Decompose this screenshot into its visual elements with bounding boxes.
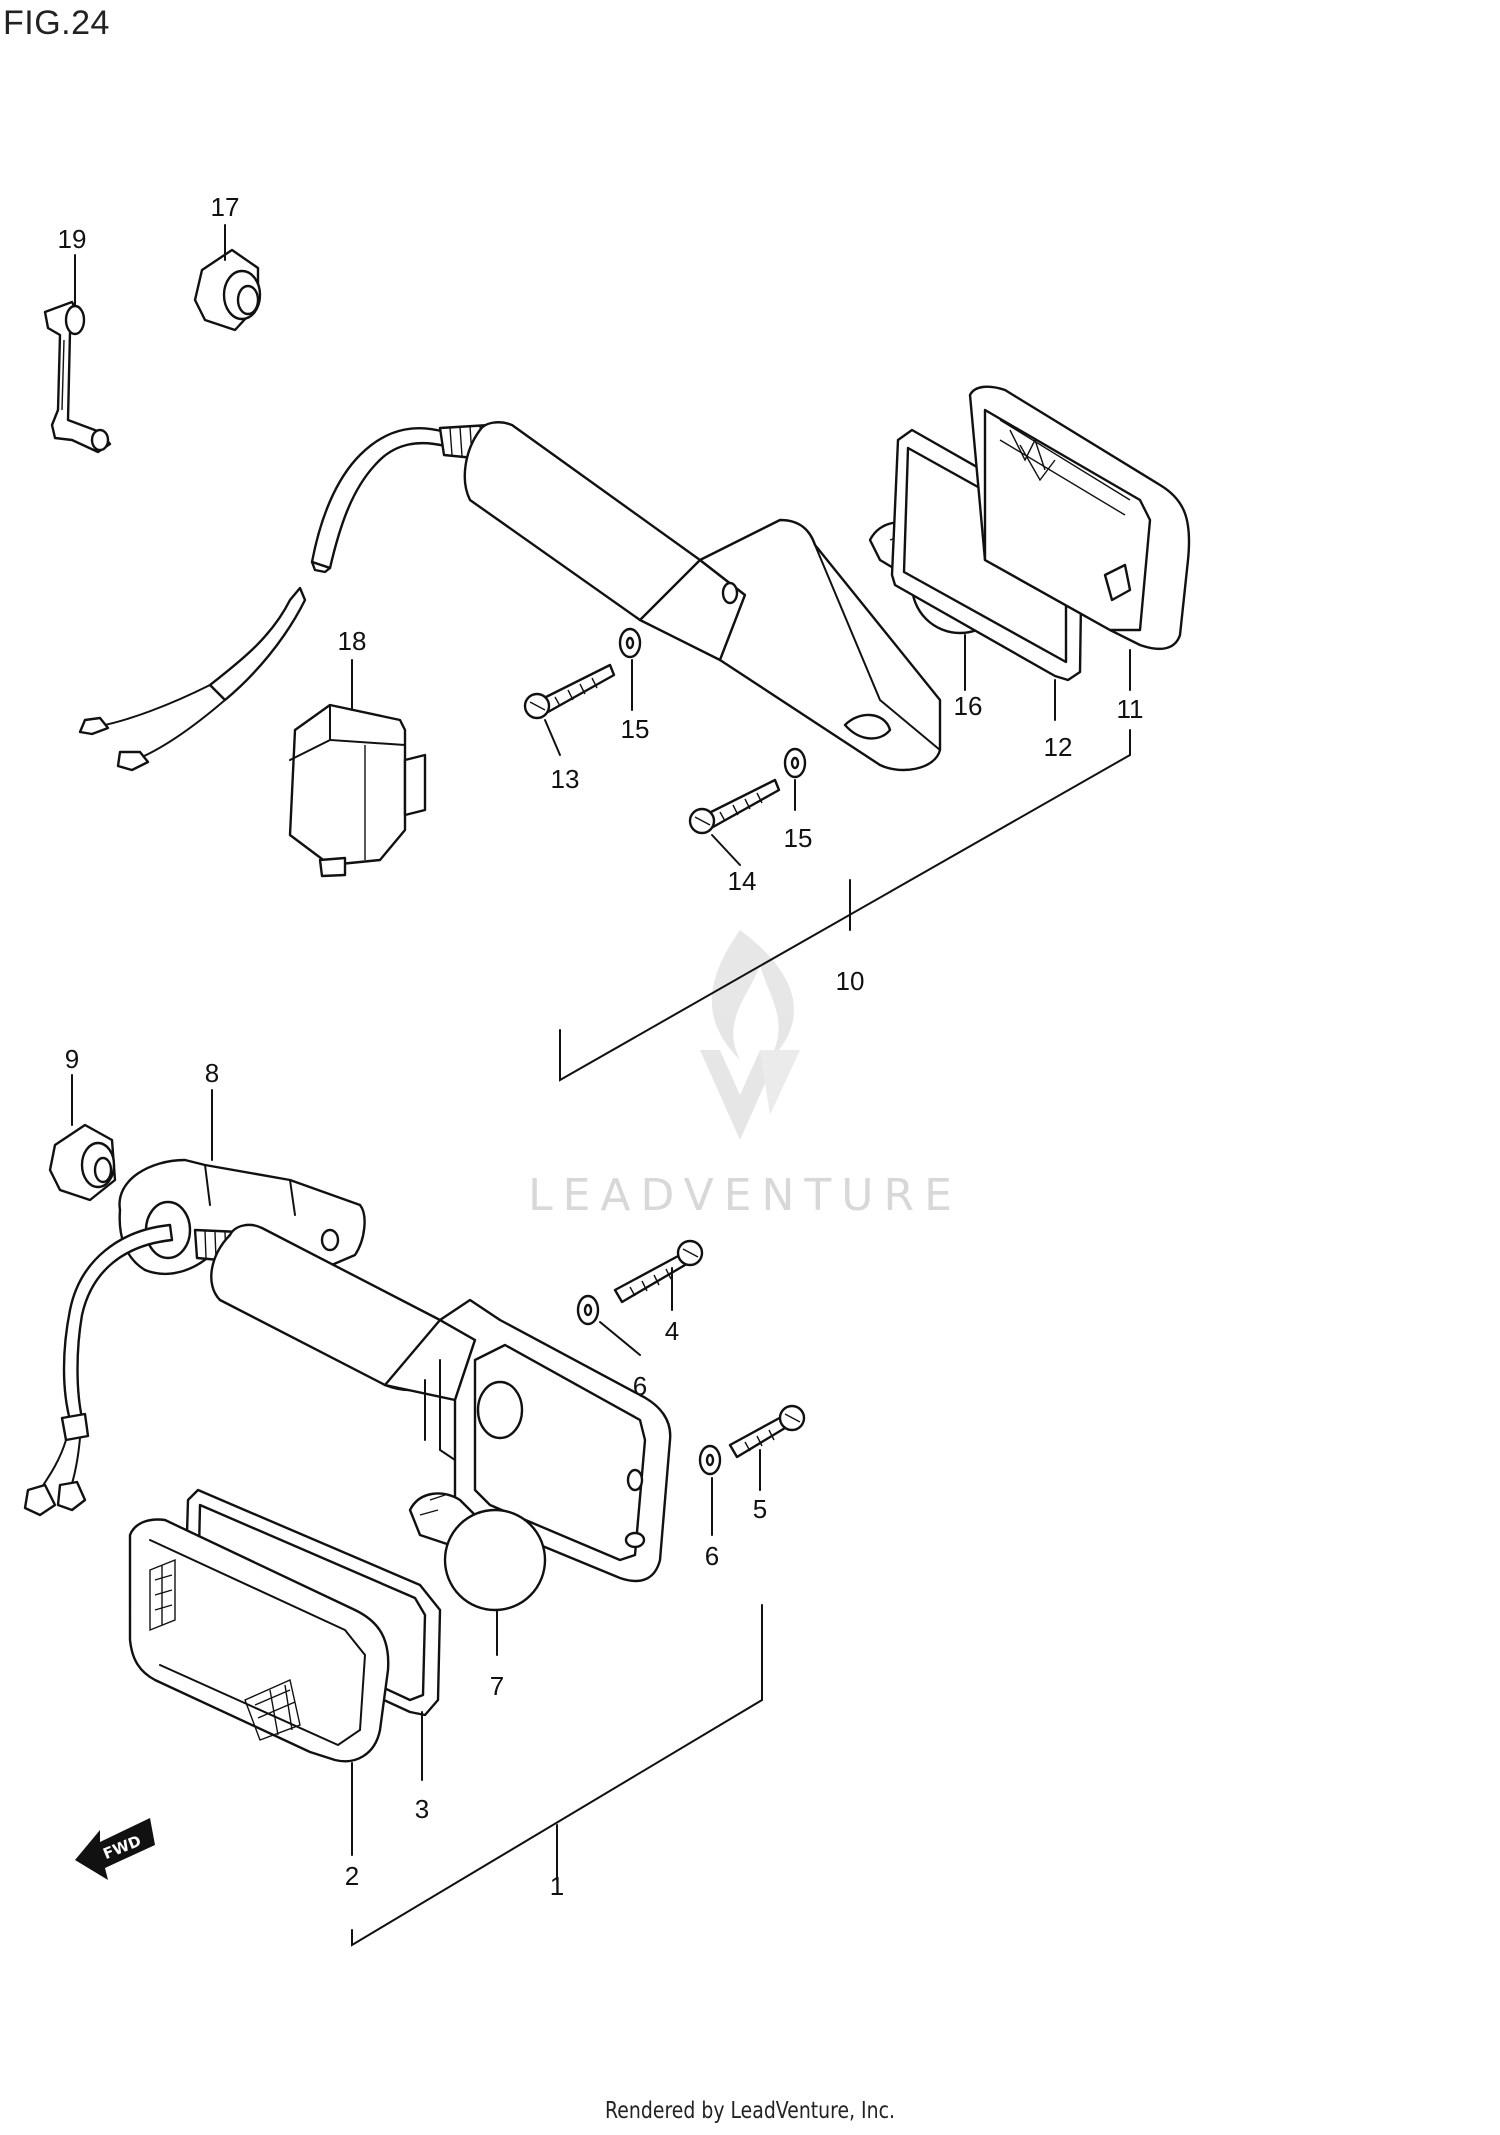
callout-11: 11	[1117, 694, 1144, 724]
callout-6-lower: 6	[705, 1541, 719, 1571]
callout-1: 1	[550, 1871, 564, 1901]
callout-3: 3	[415, 1794, 429, 1824]
part-2-lens	[128, 1518, 390, 1763]
callout-15-lower: 15	[784, 823, 813, 853]
callout-9: 9	[65, 1044, 79, 1074]
callout-6-upper: 6	[633, 1371, 647, 1401]
leader-lines	[71, 224, 1131, 1947]
figure-title: FIG.24	[3, 4, 110, 42]
watermark-text: LEADVENTURE	[528, 1170, 962, 1221]
callout-14: 14	[728, 866, 757, 896]
part-15-washer-upper	[618, 627, 642, 659]
part-18-relay	[288, 703, 427, 878]
callout-5: 5	[753, 1494, 767, 1524]
callout-labels: 17 19 18 15 13 16 12 11 15 14 10 9 8 4 6…	[58, 192, 1144, 1901]
callout-12: 12	[1044, 732, 1073, 762]
part-13-screw	[523, 663, 616, 720]
part-19-clamp	[43, 300, 112, 454]
callout-13: 13	[551, 764, 580, 794]
part-17-grommet	[193, 248, 262, 332]
callout-4: 4	[665, 1316, 679, 1346]
part-14-screw	[688, 778, 781, 835]
part-6-washer-lower	[698, 1444, 722, 1476]
callout-10: 10	[836, 966, 865, 996]
part-4-screw	[613, 1239, 704, 1304]
callout-8: 8	[205, 1058, 219, 1088]
part-5-screw	[728, 1404, 806, 1459]
footer-credit: Rendered by LeadVenture, Inc.	[605, 2098, 895, 2124]
part-10-signal-body	[463, 421, 942, 772]
part-11-lens	[968, 385, 1191, 651]
part-15-washer-lower	[783, 747, 807, 779]
callout-19: 19	[58, 224, 87, 254]
callout-15-upper: 15	[621, 714, 650, 744]
part-6-washer-upper	[576, 1294, 600, 1326]
fwd-arrow-icon	[75, 1818, 155, 1880]
watermark-logo	[700, 930, 800, 1140]
callout-18: 18	[338, 626, 367, 656]
part-7-bulb	[408, 1492, 547, 1612]
callout-16: 16	[954, 691, 983, 721]
callout-17: 17	[211, 192, 240, 222]
callout-7: 7	[490, 1671, 504, 1701]
part-9-grommet	[48, 1123, 117, 1202]
callout-2: 2	[345, 1861, 359, 1891]
